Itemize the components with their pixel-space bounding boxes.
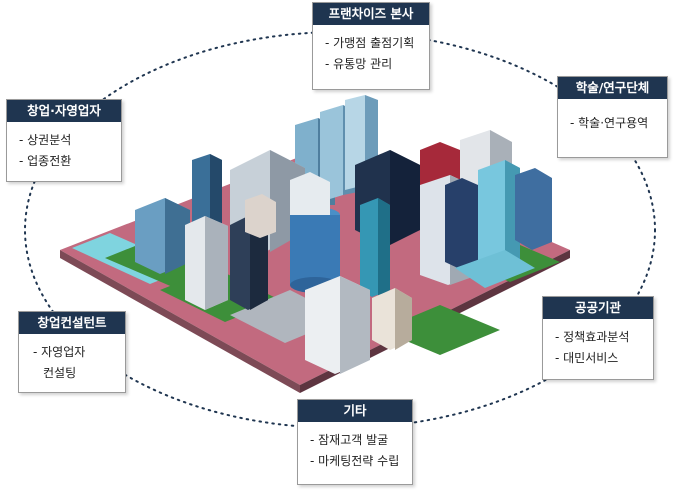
node-other: 기타 - 잠재고객 발굴 - 마케팅전략 수립: [297, 399, 413, 485]
list-item: - 잠재고객 발굴: [310, 433, 389, 447]
list-item: - 자영업자: [33, 345, 86, 359]
list-item: 컨설팅: [43, 366, 77, 380]
node-startup: 창업·자영업자 - 상권분석 - 업종전환: [6, 99, 122, 182]
list-item: - 학술·연구용역: [570, 116, 649, 130]
list-item: - 가맹점 출점기획: [325, 36, 415, 50]
node-research: 학술/연구단체 - 학술·연구용역: [557, 76, 668, 158]
node-other-title: 기타: [298, 400, 412, 422]
list-item: - 업종전환: [19, 154, 72, 168]
list-item: - 대민서비스: [555, 351, 619, 365]
node-consultant-title: 창업컨설턴트: [19, 312, 125, 334]
node-research-title: 학술/연구단체: [558, 77, 667, 99]
list-item: - 마케팅전략 수립: [310, 454, 400, 468]
node-startup-title: 창업·자영업자: [7, 100, 121, 122]
node-public-title: 공공기관: [543, 297, 653, 319]
node-franchise: 프랜차이즈 본사 - 가맹점 출점기획 - 유통망 관리: [312, 2, 430, 90]
list-item: - 유통망 관리: [325, 57, 393, 71]
list-item: - 정책효과분석: [555, 330, 630, 344]
node-consultant: 창업컨설턴트 - 자영업자 컨설팅: [18, 311, 126, 393]
node-franchise-title: 프랜차이즈 본사: [313, 3, 429, 25]
buildings: [135, 95, 552, 374]
list-item: - 상권분석: [19, 133, 72, 147]
node-public: 공공기관 - 정책효과분석 - 대민서비스: [542, 296, 654, 380]
